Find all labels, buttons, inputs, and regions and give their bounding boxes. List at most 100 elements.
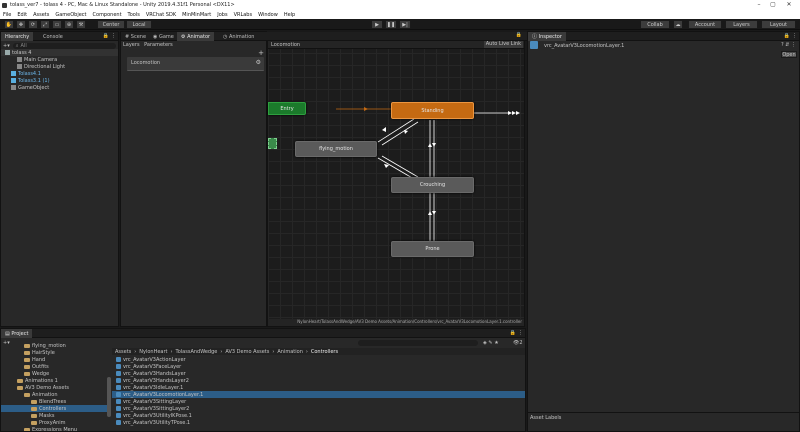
menu-icon[interactable]: ⋮ — [111, 33, 116, 39]
project-folder-item[interactable]: Masks — [1, 412, 111, 419]
tab-parameters[interactable]: Parameters — [144, 42, 173, 48]
project-tree-scrollbar[interactable] — [107, 377, 111, 417]
account-dropdown[interactable]: Account — [688, 20, 722, 29]
project-file-item[interactable]: vrc_AvatarV3LocomotionLayer.1 — [112, 391, 525, 398]
tab-hierarchy[interactable]: Hierarchy — [1, 32, 34, 41]
custom-tool-icon[interactable]: ⚒ — [76, 20, 86, 29]
any-state-marker[interactable] — [268, 138, 277, 149]
project-file-item[interactable]: vrc_AvatarV3HandsLayer — [112, 370, 525, 377]
pause-icon[interactable]: ❚❚ — [385, 20, 397, 29]
project-search-input[interactable] — [358, 340, 478, 346]
project-file-item[interactable]: vrc_AvatarV3FaceLayer — [112, 363, 525, 370]
layer-settings-icon[interactable]: ⚙ — [255, 59, 261, 66]
project-add-icon[interactable]: +▾ — [3, 340, 10, 346]
animator-graph[interactable]: 🔒 Locomotion Auto Live Link Entry Standi… — [267, 32, 525, 327]
menu-item-component[interactable]: Component — [92, 11, 122, 18]
hierarchy-item[interactable]: tolass 4 — [1, 49, 118, 56]
tab-animator[interactable]: ⚙ Animator — [177, 32, 215, 41]
hierarchy-item[interactable]: Main Camera — [1, 56, 118, 63]
rect-tool-icon[interactable]: ▭ — [52, 20, 62, 29]
lock-icon[interactable]: 🔒 — [102, 33, 109, 39]
project-menu-icon[interactable]: ⋮ — [518, 330, 523, 336]
layout-dropdown[interactable]: Layout — [761, 20, 796, 29]
project-file-item[interactable]: vrc_AvatarV3ActionLayer — [112, 356, 525, 363]
breadcrumb-segment[interactable]: AV3 Demo Assets — [225, 348, 270, 355]
rotate-tool-icon[interactable]: ⟳ — [28, 20, 38, 29]
menu-item-window[interactable]: Window — [258, 11, 278, 18]
tab-animation[interactable]: ◷ Animation — [223, 33, 255, 40]
hierarchy-search-input[interactable]: ⌕All — [12, 42, 116, 49]
breadcrumb-segment[interactable]: Assets — [115, 348, 132, 355]
hand-tool-icon[interactable]: ✋ — [4, 20, 14, 29]
project-folder-item[interactable]: Hand — [1, 356, 111, 363]
hierarchy-item[interactable]: Directional Light — [1, 63, 118, 70]
breadcrumb-segment[interactable]: TolassAndWedge — [175, 348, 218, 355]
play-icon[interactable]: ▶ — [371, 20, 383, 29]
project-file-item[interactable]: vrc_AvatarV3SittingLayer — [112, 398, 525, 405]
scale-tool-icon[interactable]: ⤢ — [40, 20, 50, 29]
pivot-center-button[interactable]: Center — [97, 20, 125, 29]
project-folder-item[interactable]: Outfits — [1, 363, 111, 370]
project-folder-item[interactable]: Controllers — [1, 405, 111, 412]
node-flying-motion[interactable]: flying_motion — [295, 141, 377, 157]
menu-item-vrchat-sdk[interactable]: VRChat SDK — [145, 11, 177, 18]
tab-layers[interactable]: Layers — [123, 42, 140, 48]
layers-dropdown[interactable]: Layers — [725, 20, 758, 29]
menu-item-tools[interactable]: Tools — [127, 11, 140, 18]
cloud-icon[interactable]: ☁ — [673, 20, 683, 29]
add-layer-icon[interactable]: + — [258, 49, 264, 57]
hierarchy-item[interactable]: GameObject — [1, 84, 118, 91]
breadcrumb-segment[interactable]: Animation — [277, 348, 303, 355]
project-folder-item[interactable]: flying_motion — [1, 342, 111, 349]
inspector-help-icons[interactable]: ? ⇵ ⋮ — [780, 42, 796, 48]
tab-project[interactable]: ▤ Project — [1, 329, 33, 338]
menu-item-assets[interactable]: Assets — [33, 11, 50, 18]
open-button[interactable]: Open — [781, 51, 797, 58]
project-file-item[interactable]: vrc_AvatarV3IdleLayer.1 — [112, 384, 525, 391]
menu-item-file[interactable]: File — [3, 11, 12, 18]
tab-inspector[interactable]: ⓘ Inspector — [528, 32, 566, 41]
project-file-item[interactable]: vrc_AvatarV3HandsLayer2 — [112, 377, 525, 384]
close-icon[interactable]: ✕ — [786, 1, 792, 8]
maximize-icon[interactable]: ▢ — [770, 1, 776, 8]
project-folder-item[interactable]: Expressions Menu — [1, 426, 111, 431]
menu-item-edit[interactable]: Edit — [17, 11, 28, 18]
project-folder-item[interactable]: Animation — [1, 391, 111, 398]
hierarchy-item[interactable]: Tolass4.1 — [1, 70, 118, 77]
auto-live-link-button[interactable]: Auto Live Link — [483, 41, 523, 48]
node-prone[interactable]: Prone — [391, 241, 474, 257]
move-tool-icon[interactable]: ✥ — [16, 20, 26, 29]
project-file-item[interactable]: vrc_AvatarV3UtilityIKPose.1 — [112, 412, 525, 419]
tab-game[interactable]: ◉ Game — [153, 33, 174, 40]
project-folder-item[interactable]: Animations 1 — [1, 377, 111, 384]
project-lock-icon[interactable]: 🔒 — [509, 330, 516, 336]
menu-item-help[interactable]: Help — [283, 11, 296, 18]
project-folder-item[interactable]: AV3 Demo Assets — [1, 384, 111, 391]
project-file-item[interactable]: vrc_AvatarV3SittingLayer2 — [112, 405, 525, 412]
layer-item-locomotion[interactable]: Locomotion ⚙ — [127, 57, 264, 71]
menu-item-gameobject[interactable]: GameObject — [55, 11, 87, 18]
collab-button[interactable]: Collab — [640, 20, 670, 29]
node-standing[interactable]: Standing — [391, 102, 474, 119]
step-icon[interactable]: ▶| — [399, 20, 411, 29]
tab-scene[interactable]: # Scene — [125, 33, 147, 40]
menu-item-jobs[interactable]: Jobs — [217, 11, 228, 18]
node-crouching[interactable]: Crouching — [391, 177, 474, 193]
menu-item-minminmart[interactable]: MinMinMart — [182, 11, 212, 18]
inspector-lock-icon[interactable]: 🔒 — [783, 33, 790, 39]
project-folder-item[interactable]: HairStyle — [1, 349, 111, 356]
minimize-icon[interactable]: – — [757, 1, 761, 8]
animator-lock-icon[interactable]: 🔒 — [515, 32, 522, 38]
project-folder-item[interactable]: BlendTrees — [1, 398, 111, 405]
transform-tool-icon[interactable]: ⊕ — [64, 20, 74, 29]
breadcrumb-segment[interactable]: NylonHeart — [139, 348, 168, 355]
filter-icons[interactable]: ◈ ✎ ★ — [483, 340, 499, 346]
inspector-menu-icon[interactable]: ⋮ — [792, 33, 797, 39]
project-folder-item[interactable]: Wedge — [1, 370, 111, 377]
add-icon[interactable]: +▾ — [3, 42, 10, 49]
project-folder-item[interactable]: ProxyAnim — [1, 419, 111, 426]
menu-item-vrlabs[interactable]: VRLabs — [233, 11, 253, 18]
project-file-item[interactable]: vrc_AvatarV3UtilityTPose.1 — [112, 419, 525, 426]
tab-console[interactable]: Console — [39, 32, 67, 41]
hierarchy-item[interactable]: Tolass3.1 (1) — [1, 77, 118, 84]
